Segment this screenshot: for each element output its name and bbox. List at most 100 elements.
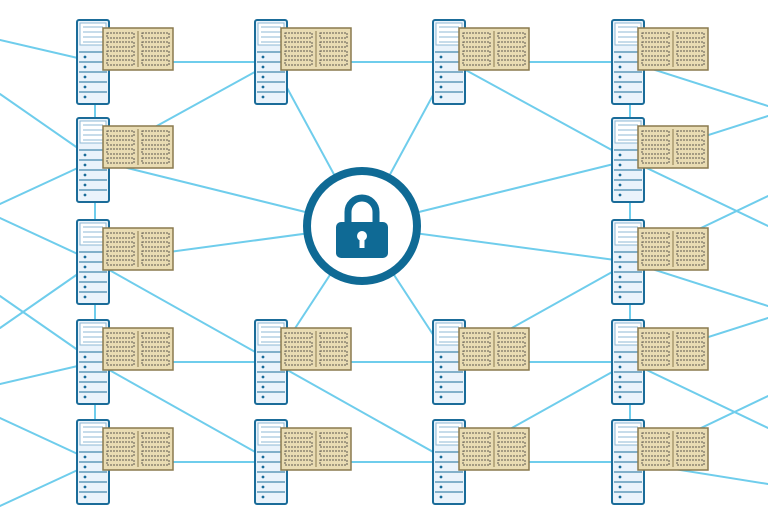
ledger-icon bbox=[637, 227, 709, 271]
ledger-row bbox=[106, 157, 135, 164]
server-led bbox=[83, 465, 87, 469]
ledger-icon bbox=[637, 427, 709, 471]
keyhole-slot bbox=[359, 236, 365, 248]
ledger-row bbox=[497, 341, 526, 348]
ledger-row bbox=[284, 341, 313, 348]
ledger-row bbox=[641, 232, 670, 239]
ledger-row bbox=[319, 350, 348, 357]
ledger-row bbox=[141, 232, 170, 239]
server-led bbox=[83, 455, 87, 459]
server-led bbox=[261, 65, 265, 69]
ledger-row bbox=[676, 341, 705, 348]
ledger-row bbox=[641, 59, 670, 66]
server-led bbox=[83, 485, 87, 489]
server-led bbox=[439, 485, 443, 489]
ledger-row bbox=[141, 50, 170, 57]
ledger-icon bbox=[102, 327, 174, 371]
ledger-row bbox=[141, 341, 170, 348]
server-led bbox=[83, 285, 87, 289]
server-led bbox=[439, 385, 443, 389]
server-led bbox=[439, 75, 443, 79]
network-link bbox=[272, 361, 452, 463]
ledger-row bbox=[497, 59, 526, 66]
ledger-icon bbox=[280, 27, 352, 71]
ledger-row bbox=[462, 59, 491, 66]
server-led bbox=[618, 395, 622, 399]
server-led bbox=[83, 85, 87, 89]
server-node bbox=[76, 319, 174, 405]
server-led bbox=[439, 85, 443, 89]
server-led bbox=[618, 255, 622, 259]
ledger-row bbox=[106, 32, 135, 39]
lock-shackle bbox=[344, 194, 380, 228]
server-led bbox=[439, 355, 443, 359]
ledger-row bbox=[284, 59, 313, 66]
ledger-row bbox=[106, 450, 135, 457]
ledger-row bbox=[106, 139, 135, 146]
server-led bbox=[83, 163, 87, 167]
ledger-icon bbox=[102, 27, 174, 71]
server-led bbox=[439, 495, 443, 499]
ledger-row bbox=[676, 441, 705, 448]
ledger-icon bbox=[637, 27, 709, 71]
server-led bbox=[83, 65, 87, 69]
ledger-row bbox=[641, 341, 670, 348]
ledger-row bbox=[284, 32, 313, 39]
ledger-row bbox=[106, 459, 135, 466]
ledger-row bbox=[641, 50, 670, 57]
server-led bbox=[439, 365, 443, 369]
server-led bbox=[439, 475, 443, 479]
server-led bbox=[618, 153, 622, 157]
ledger-row bbox=[106, 332, 135, 339]
ledger-row bbox=[284, 50, 313, 57]
server-node bbox=[76, 219, 174, 305]
server-led bbox=[439, 55, 443, 59]
ledger-row bbox=[462, 359, 491, 366]
ledger-row bbox=[497, 41, 526, 48]
server-led bbox=[83, 95, 87, 99]
server-led bbox=[618, 265, 622, 269]
ledger-row bbox=[141, 450, 170, 457]
server-node bbox=[432, 19, 530, 105]
server-led bbox=[618, 285, 622, 289]
ledger-row bbox=[284, 450, 313, 457]
ledger-row bbox=[106, 432, 135, 439]
ledger-row bbox=[676, 157, 705, 164]
ledger-row bbox=[106, 341, 135, 348]
server-led bbox=[261, 465, 265, 469]
ledger-row bbox=[641, 450, 670, 457]
ledger-row bbox=[462, 32, 491, 39]
ledger-row bbox=[319, 459, 348, 466]
lock-hub bbox=[303, 167, 421, 285]
server-led bbox=[83, 183, 87, 187]
ledger-row bbox=[284, 432, 313, 439]
server-led bbox=[618, 163, 622, 167]
ledger-row bbox=[106, 241, 135, 248]
ledger-row bbox=[141, 359, 170, 366]
ledger-row bbox=[641, 32, 670, 39]
server-node bbox=[432, 419, 530, 505]
ledger-row bbox=[106, 130, 135, 137]
server-led bbox=[261, 475, 265, 479]
ledger-row bbox=[676, 459, 705, 466]
ledger-row bbox=[641, 332, 670, 339]
server-led bbox=[83, 475, 87, 479]
server-led bbox=[439, 455, 443, 459]
ledger-icon bbox=[458, 327, 530, 371]
ledger-row bbox=[141, 259, 170, 266]
server-led bbox=[439, 65, 443, 69]
ledger-row bbox=[497, 359, 526, 366]
ledger-row bbox=[106, 359, 135, 366]
ledger-row bbox=[462, 432, 491, 439]
server-led bbox=[618, 173, 622, 177]
server-led bbox=[261, 365, 265, 369]
ledger-row bbox=[676, 41, 705, 48]
server-led bbox=[83, 355, 87, 359]
ledger-row bbox=[676, 259, 705, 266]
server-node bbox=[76, 19, 174, 105]
ledger-row bbox=[641, 148, 670, 155]
server-led bbox=[83, 153, 87, 157]
server-led bbox=[618, 495, 622, 499]
server-led bbox=[618, 193, 622, 197]
server-led bbox=[261, 375, 265, 379]
